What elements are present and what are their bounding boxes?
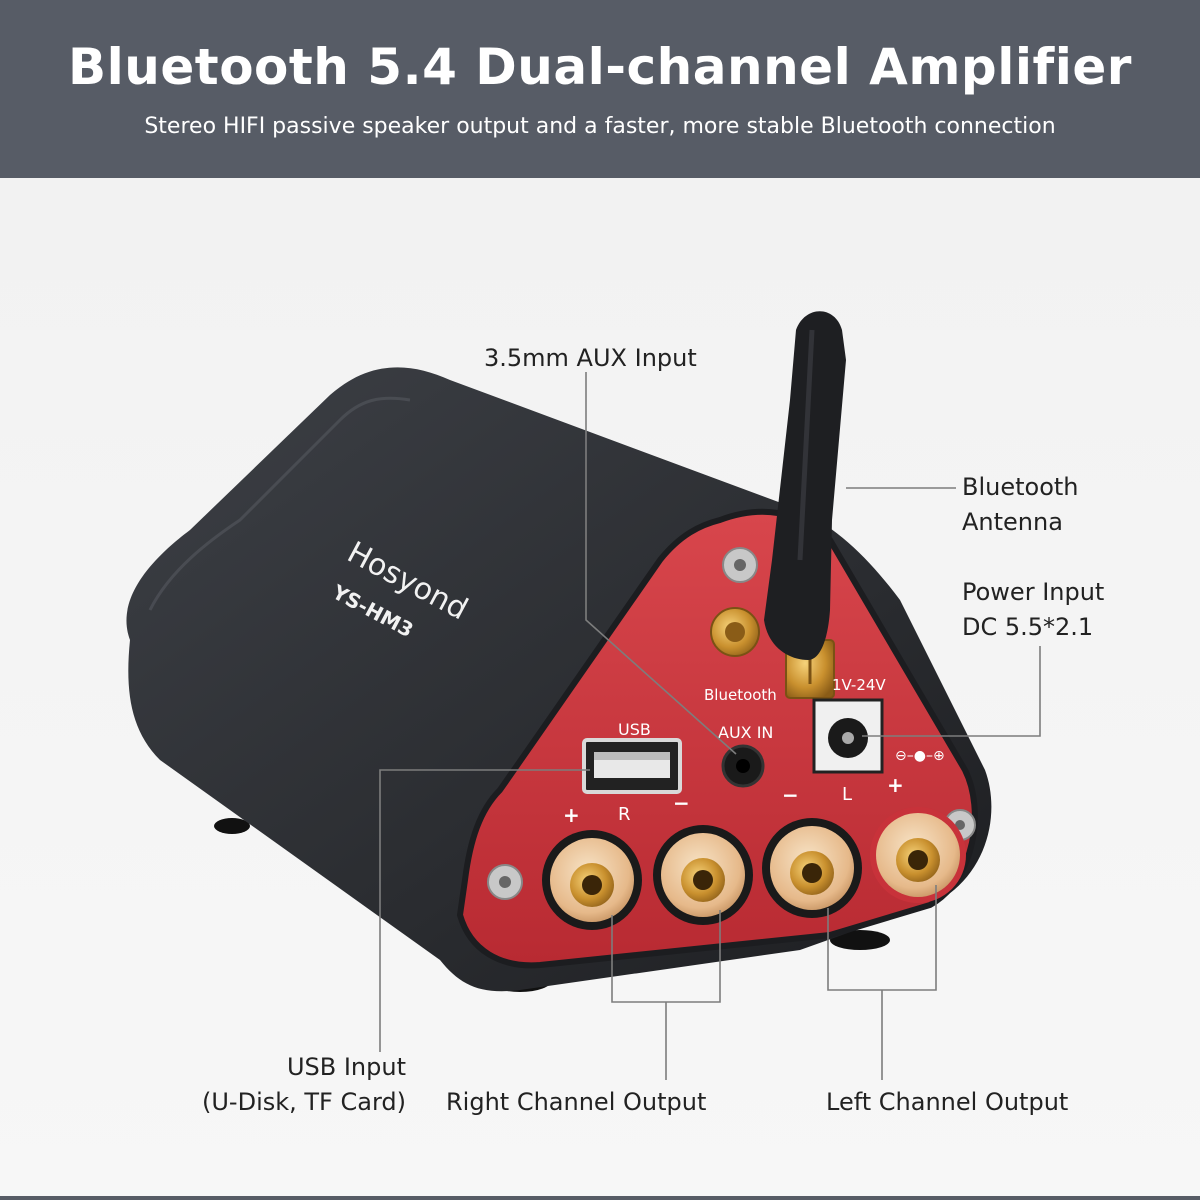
page-subtitle: Stereo HIFI passive speaker output and a…	[144, 114, 1056, 139]
bluetooth-panel-label: Bluetooth	[704, 686, 777, 704]
callout-usb-line1: USB Input	[286, 1053, 406, 1081]
callout-antenna-line2: Antenna	[962, 508, 1063, 536]
callout-power-line1: Power Input	[962, 578, 1105, 606]
body-highlight	[148, 396, 411, 611]
usb-port-label: USB	[618, 720, 651, 739]
leader-power	[862, 646, 1041, 737]
channel-label-right: R	[618, 804, 631, 825]
polarity-plus-left: +	[887, 773, 904, 797]
leader-usb	[379, 769, 590, 1052]
leader-aux	[585, 372, 737, 755]
dc-polarity-symbol: ⊖–●–⊕	[895, 748, 945, 764]
foot	[830, 930, 890, 950]
callout-right-channel: Right Channel Output	[446, 1088, 707, 1116]
callout-usb-input: USB Input (U-Disk, TF Card)	[172, 1050, 406, 1120]
foot	[214, 818, 250, 834]
binding-post-right-plus	[542, 830, 642, 930]
aux-port-label: AUX IN	[718, 723, 773, 742]
polarity-minus-right: −	[673, 791, 690, 815]
page-title: Bluetooth 5.4 Dual-channel Amplifier	[68, 38, 1132, 96]
callout-power-input: Power Input DC 5.5*2.1	[962, 575, 1104, 645]
callout-antenna-line1: Bluetooth	[962, 473, 1079, 501]
callout-power-line2: DC 5.5*2.1	[962, 613, 1094, 641]
header-banner: Bluetooth 5.4 Dual-channel Amplifier Ste…	[0, 0, 1200, 178]
callout-aux-input: 3.5mm AUX Input	[484, 344, 697, 372]
bottom-edge	[0, 1196, 1200, 1200]
polarity-minus-left: −	[782, 783, 799, 807]
binding-post-left-plus	[870, 807, 966, 903]
channel-label-left: L	[842, 784, 852, 805]
binding-post-left-minus	[762, 818, 862, 918]
callout-usb-line2: (U-Disk, TF Card)	[202, 1088, 406, 1116]
callout-bluetooth-antenna: Bluetooth Antenna	[962, 470, 1079, 540]
voltage-label: 1V-24V	[832, 676, 886, 694]
callout-left-channel: Left Channel Output	[826, 1088, 1069, 1116]
polarity-plus-right: +	[563, 803, 580, 827]
binding-post-right-minus	[653, 825, 753, 925]
